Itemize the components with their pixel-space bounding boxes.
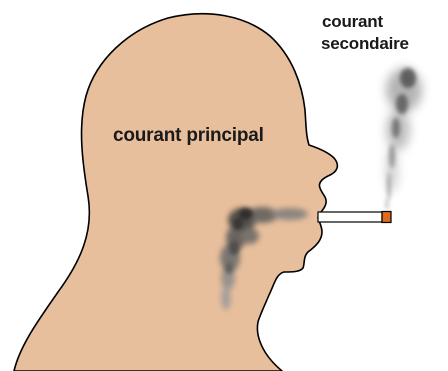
cigarette-icon: [318, 212, 391, 223]
mainstream-label: courant principal: [113, 125, 264, 147]
sidestream-smoke-icon: [386, 68, 423, 210]
head-silhouette-icon: [14, 14, 337, 371]
sidestream-label: courant secondaire: [321, 11, 409, 55]
sidestream-label-line1: courant: [321, 11, 409, 33]
sidestream-label-line2: secondaire: [321, 33, 409, 55]
